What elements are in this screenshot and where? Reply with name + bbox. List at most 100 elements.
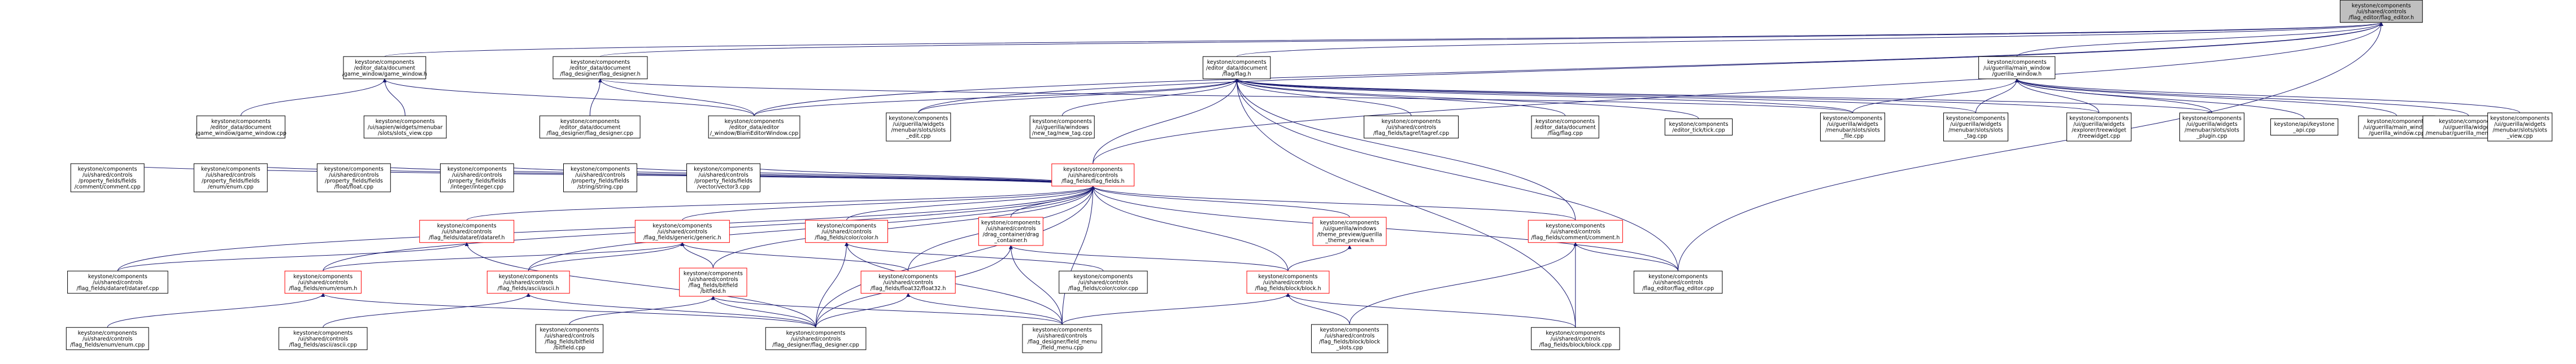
file-node-label: /property_fields/fields <box>79 178 137 185</box>
include-edge <box>1286 293 1576 328</box>
file-node[interactable]: keystone/components/ui/shared/controls/f… <box>67 270 168 294</box>
include-edge <box>382 78 406 116</box>
file-node[interactable]: keystone/components/ui/shared/controls/p… <box>193 163 268 192</box>
file-node[interactable]: keystone/components/editor_data/document… <box>1531 115 1599 139</box>
include-edge <box>230 163 1095 187</box>
file-node[interactable]: keystone/components/ui/shared/controls/f… <box>419 220 515 243</box>
file-node[interactable]: keystone/components/ui/shared/controls/f… <box>860 270 956 294</box>
file-node-label: /flag_fields/dataref/dataref.cpp <box>76 286 159 292</box>
file-node-label: /ui/shared/controls <box>986 226 1036 232</box>
file-node[interactable]: keystone/components/ui/shared/controls/f… <box>1633 270 1723 294</box>
file-node-label: /flag_fields/dataref/dataref.h <box>429 235 505 241</box>
include-edge <box>1975 78 2019 113</box>
file-node[interactable]: keystone/components/ui/guerilla/windows/… <box>1029 115 1095 139</box>
file-node[interactable]: keystone/components/ui/sapien/widgets/me… <box>363 115 447 139</box>
file-node[interactable]: keystone/components/ui/shared/controls/f… <box>634 220 730 243</box>
include-edge <box>2014 78 2397 116</box>
file-node[interactable]: keystone/components/ui/shared/controls/f… <box>1246 270 1330 294</box>
include-edge <box>1234 78 1576 221</box>
file-node[interactable]: keystone/components/ui/shared/controls/f… <box>1528 220 1623 243</box>
file-node-label: /menubar/slots/slots <box>891 128 946 134</box>
file-node[interactable]: keystone/components/ui/shared/controls/p… <box>440 163 514 192</box>
include-edge <box>711 296 1063 325</box>
include-edge <box>815 242 849 328</box>
file-node-label: /menubar/slots/slots <box>2492 128 2547 134</box>
file-node-box <box>2339 0 2423 23</box>
file-node-label: /editor_data/document <box>1206 65 1268 71</box>
file-node-label: keystone/components <box>447 166 507 173</box>
file-node-box <box>708 115 800 139</box>
file-node[interactable]: keystone/components/ui/guerilla/main_win… <box>1978 56 2056 80</box>
include-edge <box>1234 78 1699 119</box>
file-node-label: /ui/shared/controls <box>1653 279 1703 286</box>
file-node[interactable]: keystone/components/ui/guerilla/widgets/… <box>2179 112 2244 142</box>
file-node[interactable]: keystone/components/ui/guerilla/windows/… <box>1312 217 1387 246</box>
file-node-box <box>1311 324 1389 353</box>
file-node-box <box>1528 220 1623 243</box>
file-node[interactable]: keystone/components/ui/shared/controls/f… <box>679 267 747 297</box>
file-node-label: /flag/flag.h <box>1222 71 1251 77</box>
file-node-label: /integer/integer.cpp <box>450 184 503 190</box>
file-node-label: keystone/components <box>786 330 846 336</box>
include-edge <box>1091 186 1576 221</box>
include-edge <box>1008 245 1289 271</box>
include-edge <box>1234 78 1566 116</box>
file-node[interactable]: keystone/components/ui/shared/controls/f… <box>1051 163 1135 187</box>
file-node[interactable]: keystone/components/ui/shared/controls/f… <box>279 327 368 350</box>
file-node-label: /ui/guerilla/widgets <box>2443 124 2494 130</box>
file-node-label: /guerilla_window.h <box>1992 71 2042 77</box>
file-node[interactable]: keystone/components/ui/guerilla/widgets/… <box>1820 112 1885 142</box>
file-node[interactable]: keystone/components/ui/shared/controls/f… <box>1059 270 1148 294</box>
file-node-label: /new_tag/new_tag.cpp <box>1032 130 1093 137</box>
file-node[interactable]: keystone/components/ui/shared/controls/p… <box>316 163 391 192</box>
file-node-label: _file.cpp <box>1841 133 1864 139</box>
file-node[interactable]: keystone/components/ui/guerilla/widgets/… <box>2487 112 2553 142</box>
file-node[interactable]: keystone/components/ui/shared/controls/f… <box>805 220 888 243</box>
file-node-label: _container.h <box>994 238 1027 244</box>
file-node-label: _tag.cpp <box>1964 133 1987 139</box>
file-node[interactable]: keystone/components/editor_data/document… <box>342 56 427 80</box>
file-node[interactable]: keystone/components/ui/shared/controls/f… <box>66 327 149 350</box>
include-edge <box>1234 78 1412 116</box>
file-node-label: /property_fields/fields <box>571 178 629 185</box>
file-node-box <box>66 327 149 350</box>
file-node[interactable]: keystone/components/ui/guerilla/main_win… <box>2358 115 2435 139</box>
include-edge <box>1678 22 2383 271</box>
file-node[interactable]: keystone/components/editor_data/editor/_… <box>708 115 800 139</box>
file-node[interactable]: keystone/components/editor_data/document… <box>539 115 641 139</box>
file-node[interactable]: keystone/components/ui/shared/controls/d… <box>978 217 1043 246</box>
file-node[interactable]: keystone/components/ui/shared/controls/f… <box>1311 324 1389 353</box>
file-node[interactable]: keystone/components/ui/guerilla/widgets/… <box>886 112 951 142</box>
file-node[interactable]: keystone/components/ui/shared/controls/f… <box>1364 115 1459 139</box>
file-node[interactable]: keystone/components/ui/shared/controls/f… <box>1022 324 1102 353</box>
file-node[interactable]: keystone/components/ui/shared/controls/f… <box>535 324 604 353</box>
file-node[interactable]: keystone/components/editor_data/document… <box>552 56 648 80</box>
include-edge <box>589 78 602 116</box>
file-node[interactable]: keystone/components/ui/shared/controls/f… <box>486 270 570 294</box>
file-node-label: /ui/guerilla/main_window <box>2363 124 2430 130</box>
file-node[interactable]: keystone/components/editor_data/document… <box>195 115 286 139</box>
include-edge <box>754 78 1239 116</box>
file-node[interactable]: keystone/components/ui/shared/controls/f… <box>1531 327 1620 350</box>
file-node[interactable]: keystone/components/ui/shared/controls/p… <box>70 163 145 192</box>
file-node-label: keystone/components <box>78 166 137 173</box>
file-node-box <box>686 163 760 192</box>
file-node[interactable]: keystone/api/keystone_api.cpp <box>2270 119 2339 135</box>
file-node-label: keystone/components <box>1207 59 1267 65</box>
file-node-box <box>419 220 515 243</box>
file-node[interactable]: keystone/components/ui/shared/controls/p… <box>686 163 760 192</box>
file-node-box <box>343 56 427 80</box>
file-node[interactable]: keystone/components/editor_data/document… <box>1202 56 1271 80</box>
file-node-label: _api.cpp <box>2292 128 2316 134</box>
file-node-box <box>535 324 604 353</box>
file-node-box <box>1059 270 1148 294</box>
file-node[interactable]: keystone/components/ui/guerilla/widgets/… <box>1943 112 2009 142</box>
file-node[interactable]: keystone/components/ui/guerilla/widgets/… <box>2066 112 2132 142</box>
file-node[interactable]: keystone/components/ui/shared/controls/p… <box>563 163 637 192</box>
file-node-label: /_window/BlamEditorWindow.cpp <box>710 130 798 137</box>
file-node[interactable]: keystone/components/editor_tick/tick.cpp <box>1664 119 1733 135</box>
file-node-label: /bitfield.cpp <box>554 345 585 351</box>
file-node[interactable]: keystone/components/ui/shared/controls/f… <box>284 270 362 294</box>
file-node[interactable]: keystone/components/ui/shared/controls/f… <box>765 327 867 350</box>
include-edge <box>680 242 909 271</box>
